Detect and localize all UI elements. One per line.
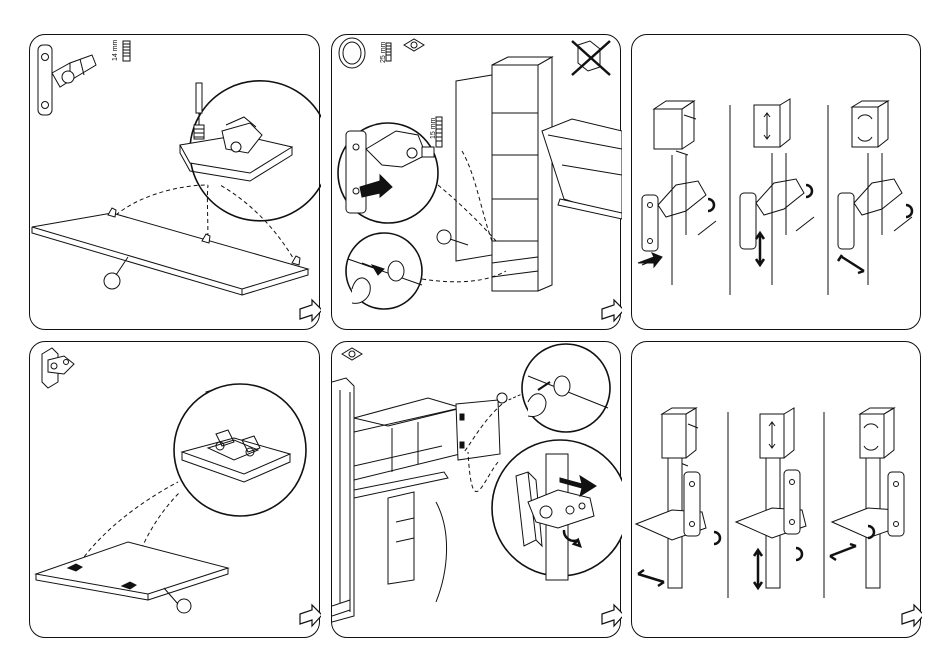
board: [36, 542, 228, 600]
step-panel-5: [331, 341, 621, 638]
dimension-label: 15 mm: [430, 118, 437, 139]
door-fitting-icon: [339, 38, 365, 68]
fitting-square-icon: [342, 348, 362, 360]
hinge-adjust-side: [838, 101, 912, 285]
hinge-adjust-depth: [636, 408, 720, 588]
next-arrow-icon: [300, 300, 321, 321]
hinge-adjust-depth: [638, 101, 716, 285]
dimension-label: 25 mm: [380, 42, 387, 63]
hinge-adjust-height: [740, 99, 814, 285]
dimension-label: 14 mm: [112, 40, 119, 61]
hinge-icon: [38, 45, 96, 115]
next-arrow-icon: [300, 605, 321, 626]
fitting-square-icon: [404, 39, 424, 51]
step-panel-1: 14 mm: [29, 34, 320, 330]
next-arrow-icon: [602, 300, 622, 321]
next-arrow-icon: [902, 605, 922, 626]
cabinet: [456, 57, 552, 291]
step-panel-4: [29, 341, 320, 638]
hinge-adjust-side: [830, 408, 904, 588]
detail-magnifier: [180, 81, 321, 221]
next-arrow-icon: [602, 605, 622, 626]
step-panel-3: [631, 34, 921, 330]
hinge-adjust-height: [736, 408, 806, 588]
step-panel-6: [631, 341, 921, 638]
not-allowed-icon: [572, 41, 610, 75]
step-panel-2: 25 mm 15 mm: [331, 34, 621, 330]
screw-icon: [123, 41, 130, 61]
clip-hinge-icon: [42, 348, 74, 388]
